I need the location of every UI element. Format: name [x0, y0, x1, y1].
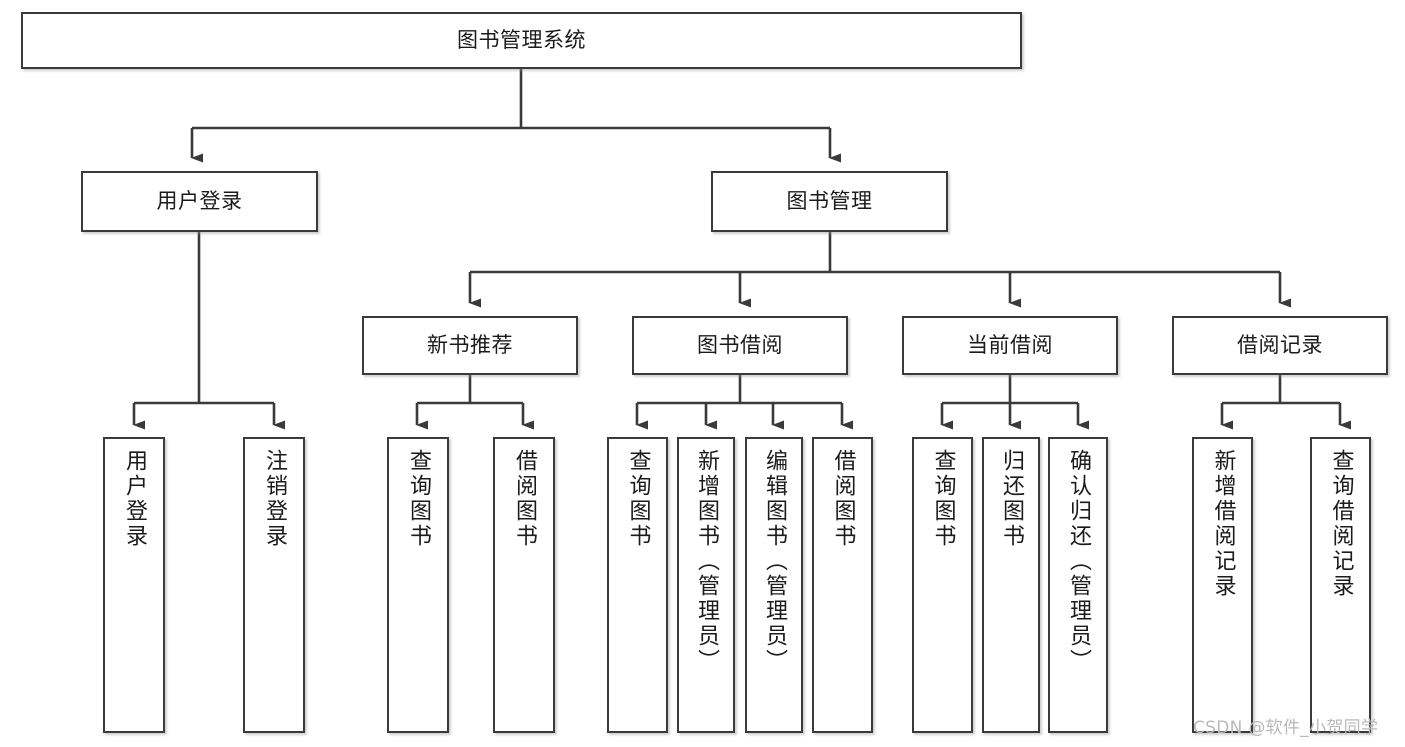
node-leaf-return-book-label: 归还图书: [999, 449, 1024, 549]
node-user-login-label: 用户登录: [156, 189, 243, 214]
node-book-management-label: 图书管理: [786, 189, 873, 214]
node-leaf-edit-book-admin[interactable]: 编辑图书（管理员）: [745, 437, 803, 733]
node-leaf-add-book-admin-label: 新增图书（管理员）: [694, 449, 719, 674]
node-leaf-borrow-book-label: 借阅图书: [830, 449, 856, 549]
node-leaf-borrow-book-new[interactable]: 借阅图书: [493, 437, 555, 733]
node-user-login[interactable]: 用户登录: [81, 171, 318, 232]
node-borrow-record-label: 借阅记录: [1237, 333, 1323, 358]
node-book-borrow-label: 图书借阅: [697, 333, 783, 358]
node-leaf-add-book-admin[interactable]: 新增图书（管理员）: [677, 437, 735, 733]
node-leaf-borrow-book[interactable]: 借阅图书: [812, 437, 873, 733]
node-leaf-query-book-label: 查询图书: [625, 449, 651, 549]
node-leaf-confirm-return-admin-label: 确认归还（管理员）: [1066, 449, 1091, 674]
node-leaf-return-book[interactable]: 归还图书: [982, 437, 1040, 733]
node-leaf-query-borrow-record[interactable]: 查询借阅记录: [1310, 437, 1371, 733]
node-leaf-user-login[interactable]: 用户登录: [103, 437, 165, 733]
node-leaf-query-book-current[interactable]: 查询图书: [912, 437, 973, 733]
node-leaf-query-book-new-label: 查询图书: [406, 449, 431, 549]
node-leaf-logout[interactable]: 注销登录: [243, 437, 305, 733]
node-leaf-borrow-book-new-label: 借阅图书: [512, 449, 537, 549]
node-root-book-management-system[interactable]: 图书管理系统: [21, 12, 1022, 69]
node-new-book-recommend-label: 新书推荐: [427, 333, 513, 358]
node-borrow-record[interactable]: 借阅记录: [1172, 316, 1388, 375]
node-leaf-add-borrow-record-label: 新增借阅记录: [1210, 449, 1236, 599]
node-leaf-edit-book-admin-label: 编辑图书（管理员）: [762, 449, 787, 674]
node-new-book-recommend[interactable]: 新书推荐: [362, 316, 578, 375]
node-current-borrow[interactable]: 当前借阅: [902, 316, 1118, 375]
node-leaf-logout-label: 注销登录: [262, 449, 287, 549]
node-book-management[interactable]: 图书管理: [711, 171, 948, 232]
node-leaf-add-borrow-record[interactable]: 新增借阅记录: [1192, 437, 1253, 733]
node-leaf-query-borrow-record-label: 查询借阅记录: [1328, 449, 1354, 599]
node-leaf-query-book[interactable]: 查询图书: [607, 437, 668, 733]
node-leaf-user-login-label: 用户登录: [122, 449, 147, 549]
node-book-borrow[interactable]: 图书借阅: [632, 316, 848, 375]
node-root-label: 图书管理系统: [457, 28, 586, 53]
node-current-borrow-label: 当前借阅: [967, 333, 1053, 358]
node-leaf-query-book-new[interactable]: 查询图书: [387, 437, 449, 733]
node-leaf-query-book-current-label: 查询图书: [930, 449, 956, 549]
node-leaf-confirm-return-admin[interactable]: 确认归还（管理员）: [1048, 437, 1108, 733]
csdn-watermark: CSDN @软件_小贺同学: [1193, 718, 1379, 738]
